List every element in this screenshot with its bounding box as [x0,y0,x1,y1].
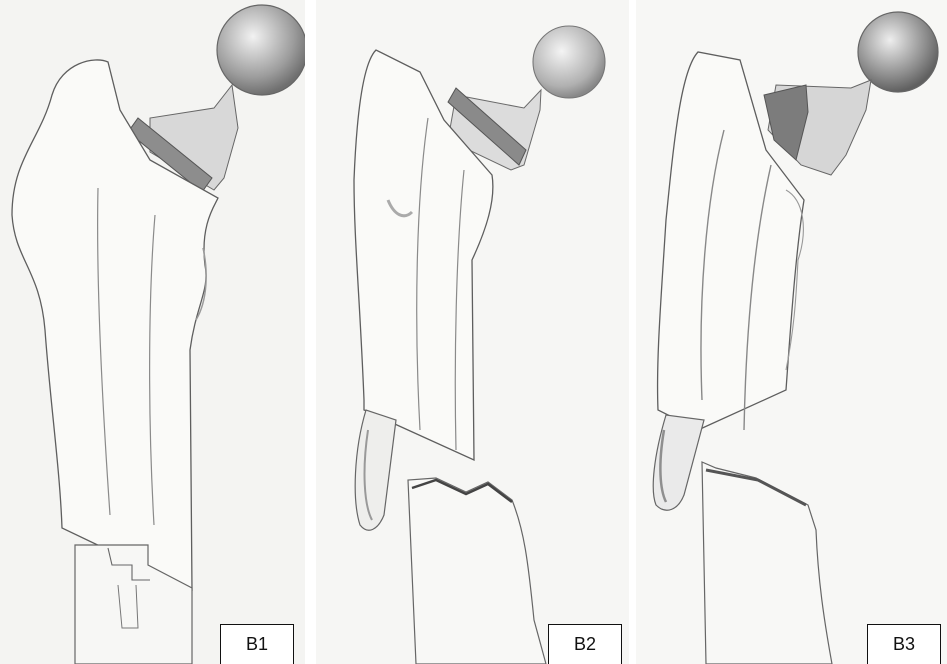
panel-label-b1: B1 [220,624,294,664]
panel-b2: B2 [316,0,629,664]
sketch-b2-implant [316,0,629,664]
panel-b3: B3 [636,0,947,664]
sketch-b3-implant [636,0,947,664]
panel-label-b2: B2 [548,624,622,664]
panel-label-b3: B3 [867,624,941,664]
panel-b1: B1 [0,0,305,664]
sketch-b1-implant [0,0,305,664]
